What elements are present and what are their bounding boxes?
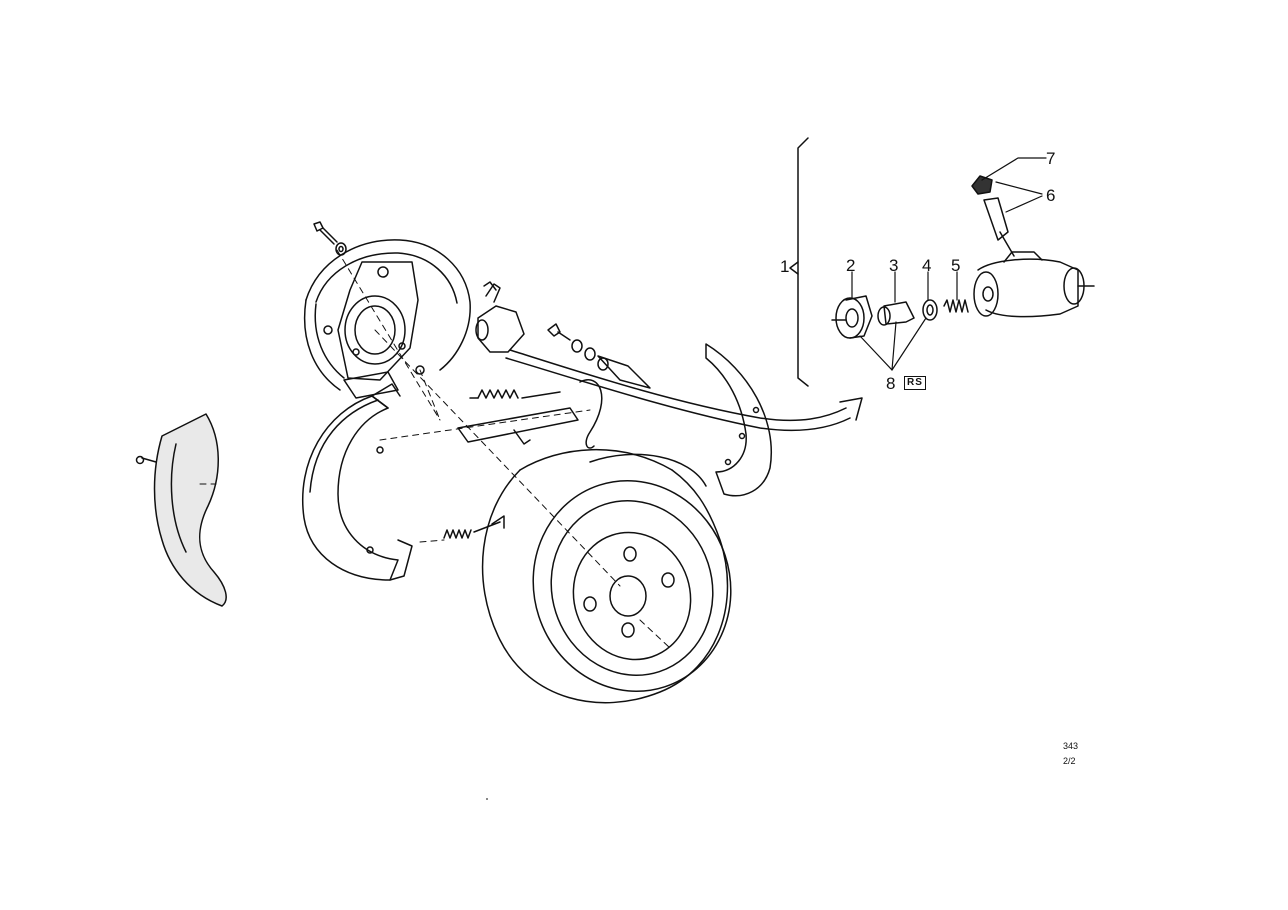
- diagram-code-number: 343: [1063, 741, 1079, 751]
- handbrake-cable: [505, 349, 863, 432]
- callout-3: 3: [889, 256, 899, 275]
- backing-plate: [303, 239, 471, 399]
- lower-return-spring: [443, 515, 505, 539]
- bleed-screw: [971, 175, 1015, 257]
- callout-4: 4: [922, 256, 932, 275]
- callout-7: 7: [1046, 149, 1056, 168]
- diagram-page-number: 2/2: [1063, 756, 1076, 766]
- callout-1: 1: [780, 257, 790, 276]
- callout-2: 2: [846, 256, 856, 275]
- cylinder-spring: [943, 299, 969, 313]
- bolt-and-washer: [313, 221, 347, 256]
- rs-badge: RS: [904, 376, 926, 390]
- callout-6: 6: [1046, 186, 1056, 205]
- small-hardware: [547, 323, 609, 371]
- brake-lining: [135, 413, 227, 607]
- parking-lever: [579, 355, 651, 449]
- group-bracket: [789, 137, 809, 387]
- stray-dot: [486, 798, 488, 800]
- leader-lines: [851, 157, 1047, 371]
- dust-boot: [831, 295, 873, 339]
- callout-8: 8: [886, 374, 896, 393]
- cup-seal: [922, 299, 938, 321]
- upper-return-spring: [469, 389, 561, 399]
- brake-shoe-right: [705, 343, 772, 497]
- callout-5: 5: [951, 256, 961, 275]
- brake-drum: [481, 448, 732, 704]
- brake-shoe-left: [302, 383, 413, 581]
- cylinder-body: [973, 251, 1095, 318]
- alignment-lines: [199, 249, 671, 649]
- wheel-cylinder-assembled: [475, 281, 525, 353]
- piston: [877, 301, 915, 326]
- adjuster-strut: [457, 407, 579, 445]
